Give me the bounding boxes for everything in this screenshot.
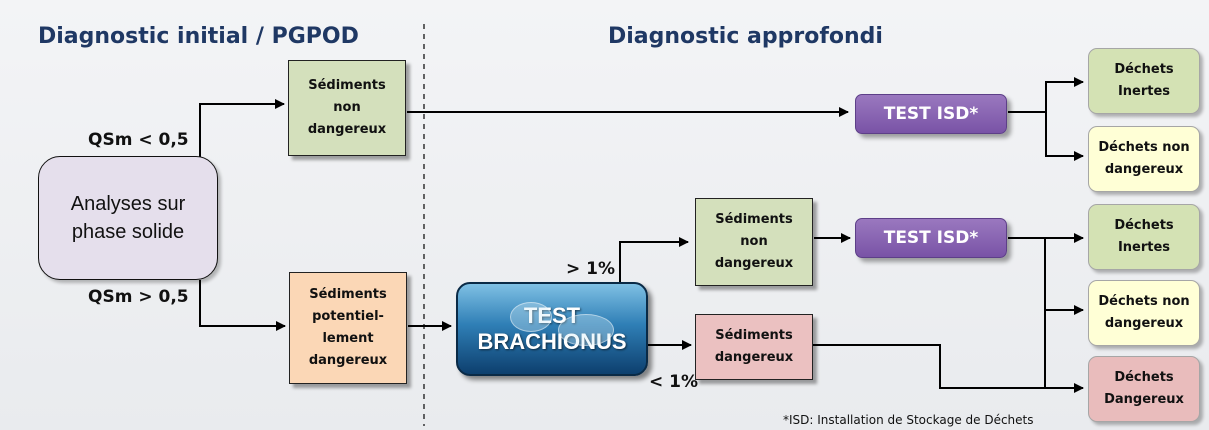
box-test-isd-1: TEST ISD* bbox=[855, 94, 1007, 134]
box-sediments-dangereux: Sédiments dangereux bbox=[695, 314, 813, 380]
connector-analyses-to-sed-non-dangereux bbox=[199, 99, 285, 165]
header-diagnostic-initial: Diagnostic initial / PGPOD bbox=[38, 24, 359, 49]
box-sediments-non-dangereux-2: Sédiments non dangereux bbox=[695, 198, 813, 286]
condition-qsm-high: QSm > 0,5 bbox=[88, 287, 189, 307]
condition-qsm-low: QSm < 0,5 bbox=[88, 130, 189, 150]
box-dechets-inertes-1: Déchets Inertes bbox=[1088, 48, 1200, 114]
box-sediments-potentiellement-dangereux: Sédiments potentiel-lement dangereux bbox=[289, 272, 407, 384]
connector-isd1-to-outputs bbox=[1008, 81, 1083, 156]
footnote-isd: *ISD: Installation de Stockage de Déchet… bbox=[783, 413, 1034, 427]
box-dechets-non-dangereux-1: Déchets non dangereux bbox=[1088, 126, 1200, 192]
brachionus-rotifer-shape bbox=[558, 314, 614, 346]
condition-under-1pct: < 1% bbox=[649, 372, 699, 392]
connector-isd2-to-dangereux bbox=[1044, 310, 1084, 393]
connector-brachionus-to-sed2 bbox=[619, 237, 689, 282]
header-diagnostic-approfondi: Diagnostic approfondi bbox=[608, 24, 883, 49]
box-test-brachionus: TEST BRACHIONUS bbox=[456, 282, 648, 376]
box-dechets-non-dangereux-2: Déchets non dangereux bbox=[1088, 280, 1200, 346]
brachionus-rotifer-icon bbox=[510, 302, 552, 332]
box-analyses-phase-solide: Analyses sur phase solide bbox=[38, 156, 218, 280]
box-dechets-dangereux: Déchets Dangereux bbox=[1088, 356, 1200, 422]
box-dechets-inertes-2: Déchets Inertes bbox=[1088, 204, 1200, 270]
box-test-isd-2: TEST ISD* bbox=[855, 218, 1007, 258]
connector-sed-dangereux-to-dechets-dangereux bbox=[813, 344, 1045, 389]
condition-over-1pct: > 1% bbox=[566, 259, 616, 279]
connector-isd2-to-non-dangereux bbox=[1044, 238, 1084, 315]
box-sediments-non-dangereux-1: Sédiments non dangereux bbox=[288, 60, 406, 156]
connector-analyses-to-sed-potentiellement bbox=[199, 280, 286, 331]
